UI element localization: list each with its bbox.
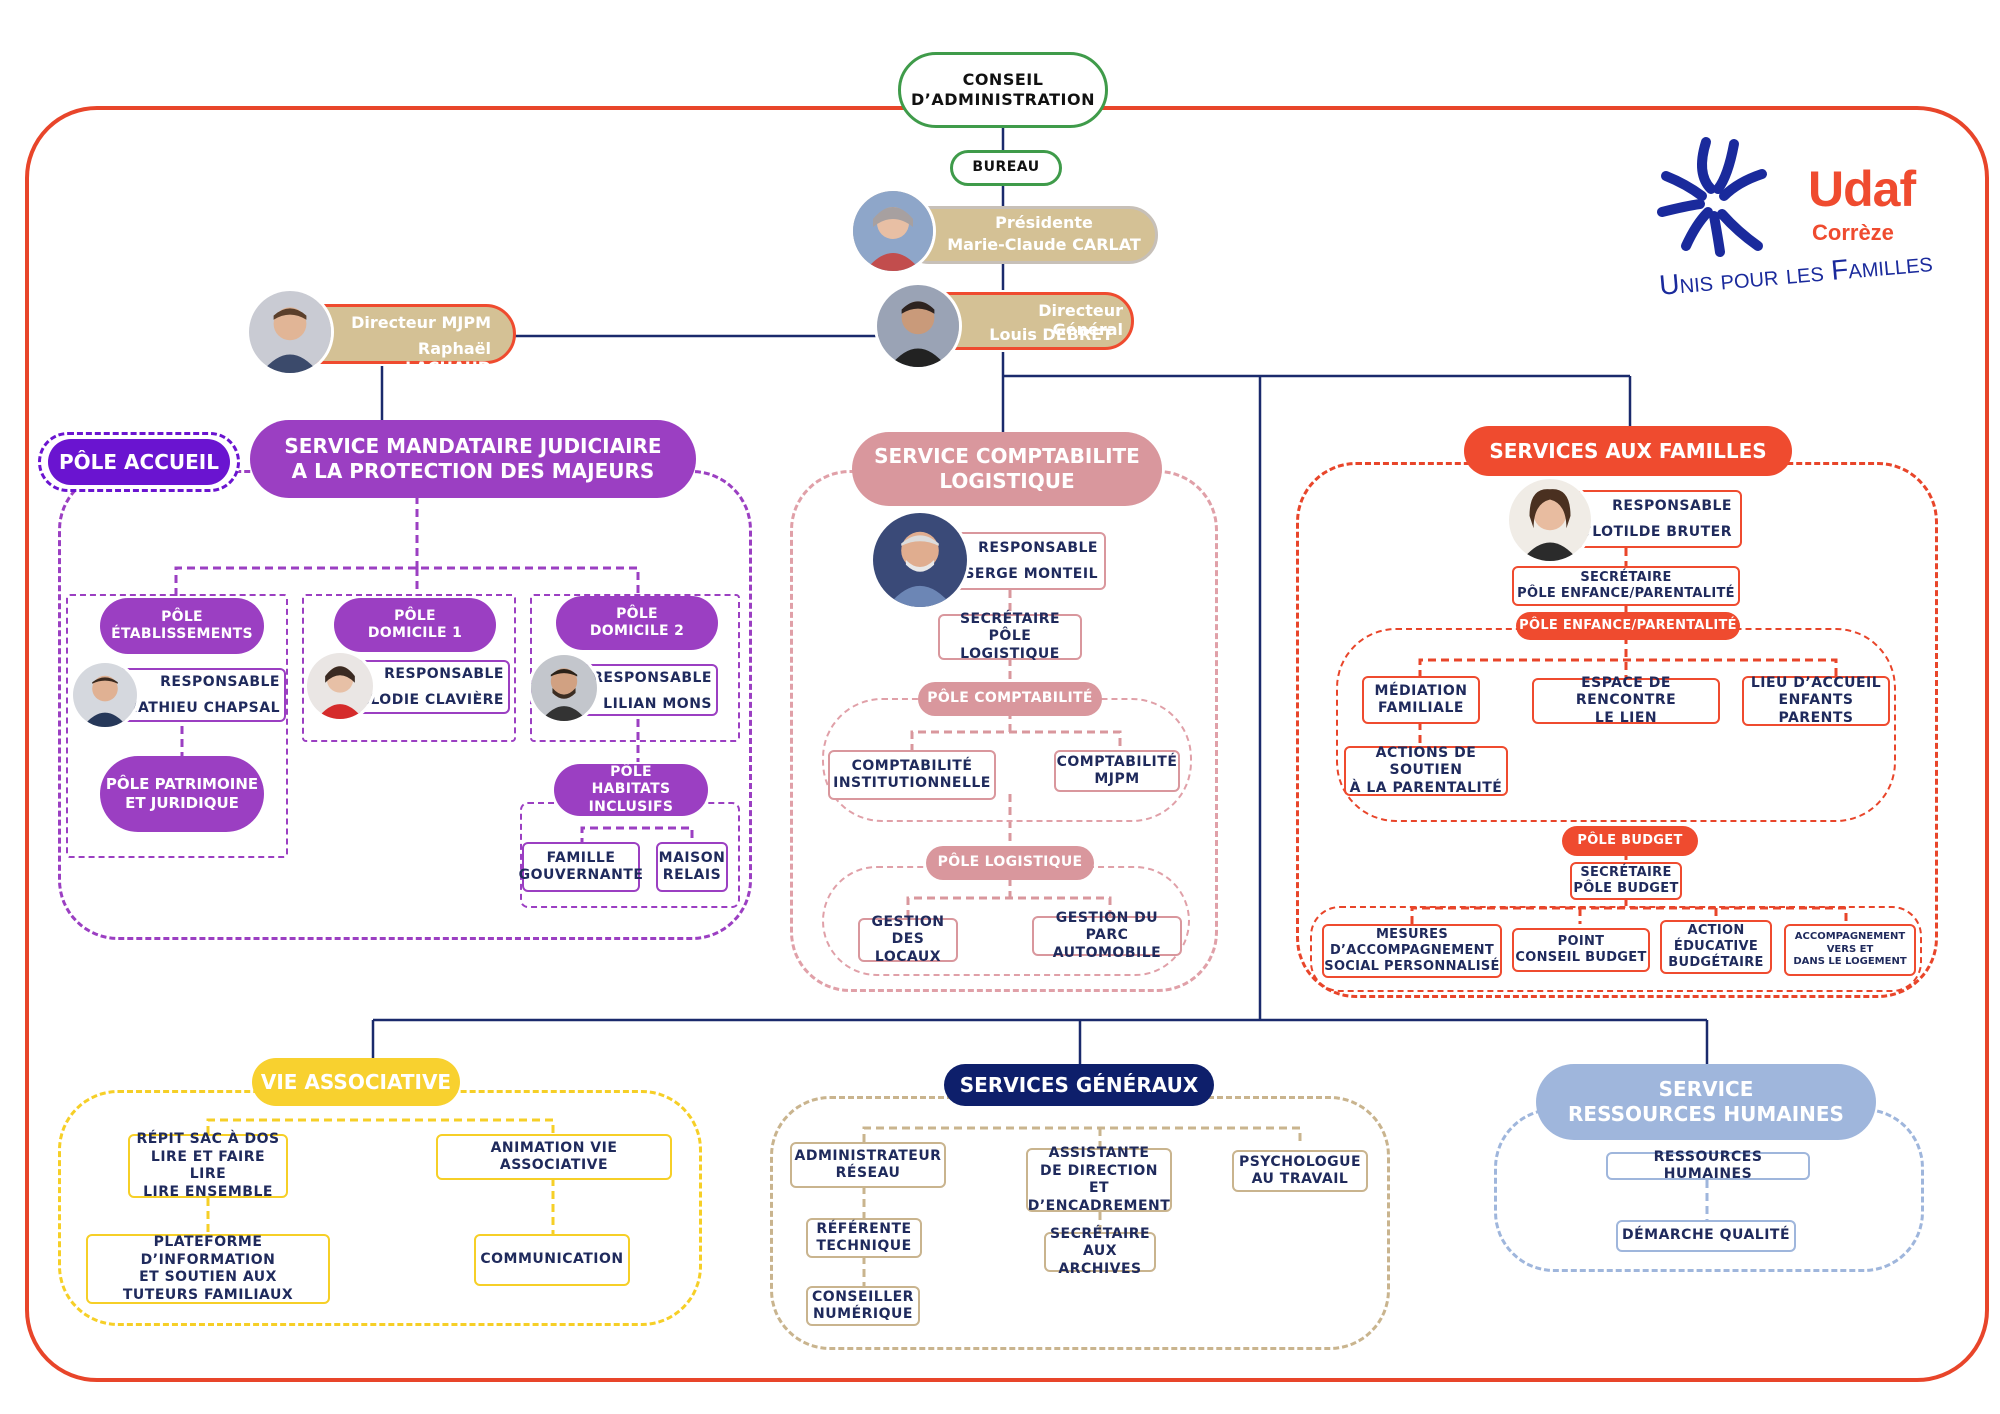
dom2-responsable-card: RESPONSABLE LILIAN MONS [578,664,718,716]
rh-title: SERVICE RESSOURCES HUMAINES [1536,1064,1876,1140]
gestion-locaux: GESTION DES LOCAUX [858,914,958,965]
logo-brand: Udaf [1808,161,1916,217]
generaux-title: SERVICES GÉNÉRAUX [944,1064,1214,1106]
pole-budget: PÔLE BUDGET [1562,826,1698,856]
dg-photo [874,282,962,370]
maison-relais: MAISON RELAIS [656,842,728,892]
pole-accueil-outline: PÔLE ACCUEIL [38,432,240,492]
presidente-title: Présidente [995,213,1093,232]
actions-soutien: ACTIONS DE SOUTIEN À LA PARENTALITÉ [1344,745,1508,796]
compta-mjpm: COMPTABILITÉ MJPM [1054,750,1180,792]
compta-title: SERVICE COMPTABILITE LOGISTIQUE [852,432,1162,506]
mjpm-director-title: Directeur MJPM [351,313,491,332]
pole-logistique: PÔLE LOGISTIQUE [926,846,1094,880]
presidente-photo [850,188,936,274]
presidente-name: Marie-Claude CARLAT [947,235,1141,254]
pole-etablissements: PÔLE ÉTABLISSEMENTS [100,598,264,654]
bureau: BUREAU [950,150,1062,186]
conseiller-numerique: CONSEILLER NUMÉRIQUE [806,1286,920,1326]
etab-subframe [66,594,288,858]
action-educative: ACTION ÉDUCATIVE BUDGÉTAIRE [1660,920,1772,974]
dom2-role: RESPONSABLE [592,670,712,686]
compta-photo [870,510,970,610]
mesures-accompagnement: MESURES D’ACCOMPAGNEMENT SOCIAL PERSONNA… [1322,924,1502,978]
plateforme-information: PLATEFORME D’INFORMATION ET SOUTIEN AUX … [86,1234,330,1304]
familles-title: SERVICES AUX FAMILLES [1464,426,1792,476]
pole-habitats-inclusifs: PÔLE HABITATS INCLUSIFS [554,764,708,816]
mjpm-title: SERVICE MANDATAIRE JUDICIAIRE A LA PROTE… [250,420,696,498]
familles-responsable-card: RESPONSABLE CLOTILDE BRUTER [1576,490,1742,548]
accompagnement-logement: ACCOMPAGNEMENT VERS ET DANS LE LOGEMENT [1784,924,1916,976]
compta-secretaire: SECRÉTAIRE PÔLE LOGISTIQUE [938,611,1082,662]
assistante-direction: ASSISTANTE DE DIRECTION ET D’ENCADREMENT [1026,1145,1172,1214]
espace-rencontre: ESPACE DE RENCONTRE LE LIEN [1532,675,1720,726]
ressources-humaines: RESSOURCES HUMAINES [1606,1149,1810,1182]
logo-sub: Corrèze [1812,220,1894,245]
dom1-name: ELODIE CLAVIÈRE [360,692,504,708]
lieu-accueil: LIEU D’ACCUEIL ENFANTS PARENTS [1742,675,1890,726]
dom2-photo [528,652,600,724]
compta-role: RESPONSABLE [978,540,1098,556]
familles-secretaire-enfance: SECRÉTAIRE PÔLE ENFANCE/PARENTALITÉ [1512,566,1740,606]
repit-sac-a-dos: RÉPIT SAC À DOS LIRE ET FAIRE LIRE LIRE … [128,1131,288,1200]
dom1-photo [304,650,376,722]
presidente-card: Présidente Marie-Claude CARLAT [900,206,1158,264]
dom2-name: LILIAN MONS [603,696,712,712]
dg-title: Directeur Général [1038,301,1123,339]
compta-name: SERGE MONTEIL [964,566,1098,582]
etab-role: RESPONSABLE [160,674,280,690]
dom1-subframe [302,594,516,742]
pole-domicile-1: PÔLE DOMICILE 1 [334,598,496,652]
dom1-role: RESPONSABLE [384,666,504,682]
famille-gouvernante: FAMILLE GOUVERNANTE [519,842,643,892]
familles-name: CLOTILDE BRUTER [1581,524,1732,540]
mjpm-director-name: Raphaël LACHAUD [405,339,491,377]
conseil-administration: CONSEIL D’ADMINISTRATION [898,52,1108,128]
dom2-subframe [530,594,740,742]
vie-title: VIE ASSOCIATIVE [252,1058,460,1106]
pole-budget-subframe [1310,906,1922,992]
referente-technique: RÉFÉRENTE TECHNIQUE [806,1218,922,1258]
administrateur-reseau: ADMINISTRATEUR RÉSEAU [790,1142,946,1188]
etab-photo [70,660,140,730]
familles-secretaire-budget: SECRÉTAIRE PÔLE BUDGET [1570,862,1682,900]
gestion-parc-auto: GESTION DU PARC AUTOMOBILE [1032,910,1182,961]
point-conseil-budget: POINT CONSEIL BUDGET [1512,928,1650,972]
secretaire-archives: SECRÉTAIRE AUX ARCHIVES [1044,1226,1156,1277]
pole-enfance-parentalite: PÔLE ENFANCE/PARENTALITÉ [1516,612,1740,640]
udaf-sun-logo-icon [1656,134,1776,264]
animation-vie-asso: ANIMATION VIE ASSOCIATIVE [436,1134,672,1180]
familles-photo [1506,476,1594,564]
pole-accueil: PÔLE ACCUEIL [48,439,230,485]
mjpm-director-photo [246,288,334,376]
psychologue-travail: PSYCHOLOGUE AU TRAVAIL [1232,1150,1368,1192]
compta-institutionnelle: COMPTABILITÉ INSTITUTIONNELLE [828,750,996,800]
communication: COMMUNICATION [474,1234,630,1286]
familles-role: RESPONSABLE [1612,498,1732,514]
mediation-familiale: MÉDIATION FAMILIALE [1362,676,1480,724]
pole-patrimoine: PÔLE PATRIMOINE ET JURIDIQUE [100,756,264,832]
etab-name: MATHIEU CHAPSAL [123,700,280,716]
pole-comptabilite: PÔLE COMPTABILITÉ [918,682,1102,716]
dg-name: Louis DEBRET [989,325,1113,344]
demarche-qualite: DÉMARCHE QUALITÉ [1616,1220,1796,1252]
pole-domicile-2: PÔLE DOMICILE 2 [556,596,718,650]
